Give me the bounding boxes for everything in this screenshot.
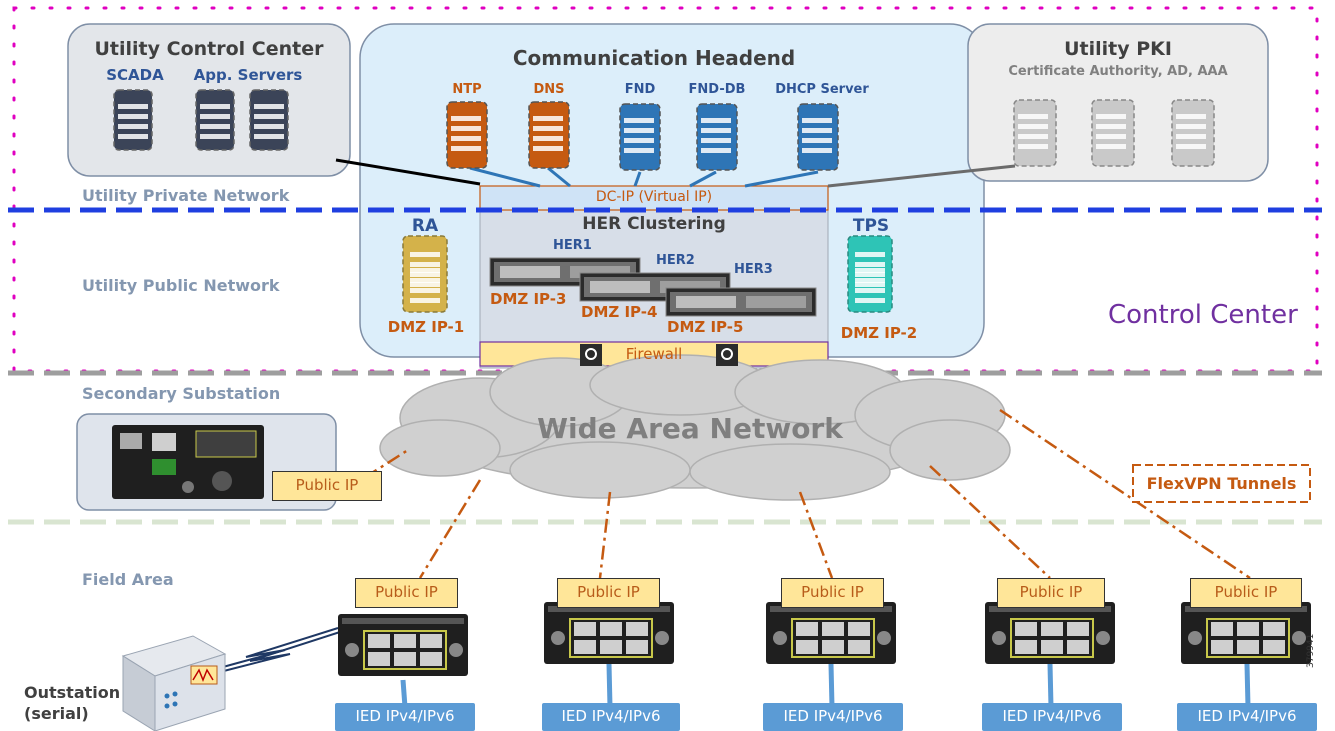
zone-label-private: Utility Private Network — [82, 186, 290, 205]
wan-label: Wide Area Network — [537, 412, 843, 445]
dmz-ip-3-label: DMZ IP-3 — [490, 290, 567, 308]
ied-box-2: IED IPv4/IPv6 — [542, 703, 680, 731]
ied-box-3: IED IPv4/IPv6 — [763, 703, 903, 731]
ied-box-4: IED IPv4/IPv6 — [982, 703, 1122, 731]
dhcp-server-label: DHCP Server — [775, 82, 869, 97]
zone-label-secondary: Secondary Substation — [82, 384, 281, 403]
ucc-title: Utility Control Center — [94, 38, 324, 60]
public-ip-field-5: Public IP — [1190, 578, 1302, 608]
ntp-label: NTP — [452, 82, 482, 97]
fnd-db-label: FND-DB — [688, 82, 746, 97]
her3-label: HER3 — [734, 262, 773, 277]
figure-id: 379941 — [1306, 633, 1316, 668]
outstation-sublabel: (serial) — [24, 704, 89, 723]
fnd-label: FND — [624, 82, 656, 97]
control-center-label: Control Center — [1102, 300, 1304, 330]
outstation-label: Outstation — [24, 683, 121, 702]
public-ip-field-4: Public IP — [997, 578, 1105, 608]
ied-box-5: IED IPv4/IPv6 — [1177, 703, 1317, 731]
public-ip-secondary: Public IP — [272, 471, 382, 501]
dmz-ip-4-label: DMZ IP-4 — [581, 303, 658, 321]
dmz-ip-5-label: DMZ IP-5 — [667, 318, 744, 336]
zone-label-public: Utility Public Network — [82, 276, 280, 295]
ied-box-1: IED IPv4/IPv6 — [335, 703, 475, 731]
dns-label: DNS — [533, 82, 565, 97]
ra-label: RA — [411, 216, 439, 236]
tps-label: TPS — [852, 216, 890, 236]
zone-label-field: Field Area — [82, 570, 174, 589]
dmz-ip-1-label: DMZ IP-1 — [387, 318, 465, 336]
her-clustering-title: HER Clustering — [582, 214, 726, 234]
public-ip-field-3: Public IP — [781, 578, 884, 608]
public-ip-field-2: Public IP — [557, 578, 660, 608]
dc-ip-label: DC-IP (Virtual IP) — [595, 189, 713, 205]
pki-subtitle: Certificate Authority, AD, AAA — [1008, 64, 1228, 79]
firewall-label: Firewall — [625, 345, 683, 363]
flexvpn-label: FlexVPN Tunnels — [1146, 474, 1297, 493]
app-servers-label: App. Servers — [193, 66, 303, 84]
dmz-ip-2-label: DMZ IP-2 — [840, 324, 918, 342]
pki-title: Utility PKI — [1064, 38, 1172, 60]
public-ip-field-1: Public IP — [355, 578, 458, 608]
her2-label: HER2 — [656, 253, 695, 268]
scada-label: SCADA — [106, 66, 164, 84]
headend-title: Communication Headend — [512, 46, 796, 70]
her1-label: HER1 — [553, 238, 592, 253]
